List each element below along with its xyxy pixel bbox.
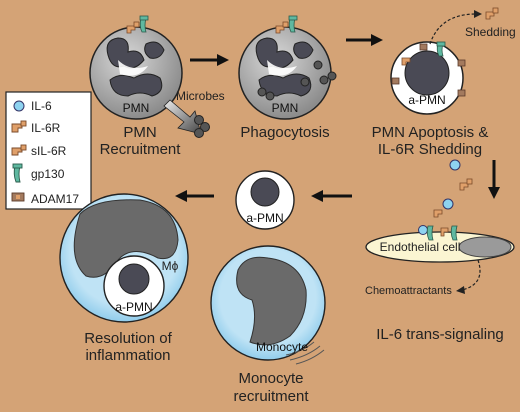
apoptotic-pmn-cell: a-PMN [390,41,466,115]
adam17-icon [11,192,25,202]
legend-label-adam17: ADAM17 [31,192,79,206]
phagocytosis-cell-label: PMN [272,101,299,115]
microbes-label: Microbes [176,89,225,103]
trans-signaling-caption: IL-6 trans-signaling [376,326,504,343]
soluble-il6-complex-icons [433,159,473,218]
pmn-recruitment-cell: PMN [89,15,183,120]
monocyte-caption-1: Monocyte [238,370,303,387]
monocyte-cell: Monocyte [210,245,326,365]
monocyte-caption-2: recruitment [233,388,309,405]
chemoattractants-arrow [461,259,481,291]
legend-label-gp130: gp130 [31,167,65,181]
legend-label-il6r: IL-6R [31,121,61,135]
microbes-arrow [163,99,202,135]
gp130-icon [12,163,23,183]
endothelial-cell-label: Endothelial cell [380,240,461,254]
endothelial-cell: Endothelial cell [365,225,515,263]
apoptosis-caption-2: IL-6R Shedding [378,141,482,158]
pmn-recruitment-caption-2: Recruitment [100,141,182,158]
apmn-middle-cell: a-PMN [235,170,295,230]
monocyte-cell-label: Monocyte [256,340,308,354]
macrophage-cell: a-PMN Mϕ [59,193,189,323]
legend-label-sil6r: sIL-6R [31,144,67,158]
apmn-middle-cell-label: a-PMN [246,211,283,225]
resolution-caption-2: inflammation [85,347,170,364]
engulfed-apmn-label: a-PMN [115,300,152,314]
resolution-caption-1: Resolution of [84,330,172,347]
pmn-recruitment-caption-1: PMN [123,124,156,141]
chemoattractants-label: Chemoattractants [365,285,452,297]
phagocytosis-caption: Phagocytosis [240,124,329,141]
legend-box: IL-6 IL-6R sIL-6R gp130 ADAM17 [5,91,92,210]
pmn-recruitment-cell-label: PMN [123,101,150,115]
apoptotic-pmn-cell-label: a-PMN [408,93,445,107]
il6r-icon [11,120,27,133]
macrophage-label: Mϕ [162,259,179,273]
phagocytosis-cell: PMN [238,15,332,120]
il6-icon [13,100,25,112]
microbes-icon [194,115,210,138]
shed-sil6r-icon [485,7,499,20]
legend-label-il6: IL-6 [31,99,52,113]
shedding-label: Shedding [465,25,516,39]
microbes-near-cell-icon [313,60,337,85]
apoptosis-caption-1: PMN Apoptosis & [372,124,489,141]
sil6r-icon [11,144,27,156]
